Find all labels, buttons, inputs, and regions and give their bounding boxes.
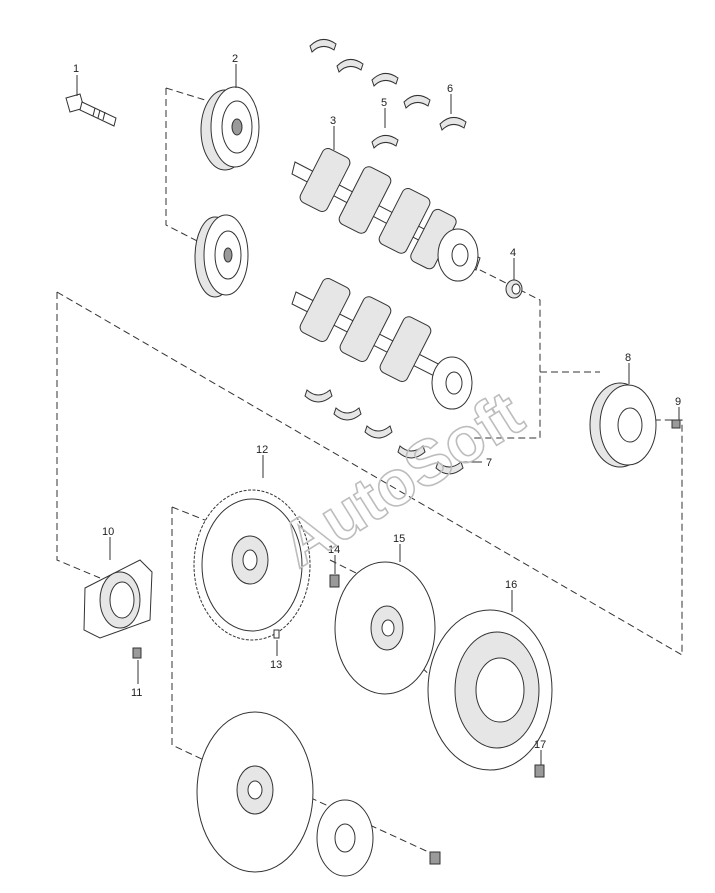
flywheel xyxy=(193,489,311,641)
pulley-upper xyxy=(200,86,260,171)
crankshaft-lower xyxy=(291,278,473,410)
main-bearings-lower xyxy=(304,389,464,475)
main-bearings-upper xyxy=(309,39,467,149)
callout-11: 11 xyxy=(131,687,142,699)
callout-17: 17 xyxy=(534,739,546,751)
flexplate xyxy=(196,711,314,873)
pilot-bushing xyxy=(505,279,523,299)
reluctor-screw xyxy=(671,419,681,429)
callout-2: 2 xyxy=(232,53,238,65)
callout-12: 12 xyxy=(256,444,268,456)
callout-1: 1 xyxy=(73,63,79,75)
flexplate-backing xyxy=(316,799,374,877)
reluctor-wheel xyxy=(589,382,657,468)
rear-seal-carrier xyxy=(83,559,153,639)
callout-labels: 1 2 3 4 5 6 7 8 9 10 11 12 13 14 15 16 1… xyxy=(73,53,681,751)
leader-lines xyxy=(76,64,680,765)
flywheel-dowel xyxy=(273,629,280,639)
callout-14: 14 xyxy=(328,544,340,556)
callout-10: 10 xyxy=(102,526,114,538)
callout-5: 5 xyxy=(381,97,387,109)
callout-4: 4 xyxy=(510,247,516,259)
clutch-disc xyxy=(334,561,436,695)
callout-16: 16 xyxy=(505,579,517,591)
pressure-plate xyxy=(427,609,553,771)
flywheel-bolt xyxy=(329,574,340,588)
watermark: AutoSoft xyxy=(268,377,535,581)
seal-carrier-screw xyxy=(132,647,142,659)
callout-9: 9 xyxy=(675,396,681,408)
pressure-plate-bolt xyxy=(534,764,545,778)
callout-13: 13 xyxy=(270,659,282,671)
crank-bolt xyxy=(65,93,117,127)
callout-7: 7 xyxy=(486,457,492,469)
pulley-lower xyxy=(194,214,249,298)
callout-3: 3 xyxy=(330,115,336,127)
callout-15: 15 xyxy=(393,533,405,545)
crankshaft-upper xyxy=(291,148,481,282)
callout-8: 8 xyxy=(625,352,631,364)
flexplate-bolt xyxy=(429,851,441,865)
callout-6: 6 xyxy=(447,83,453,95)
